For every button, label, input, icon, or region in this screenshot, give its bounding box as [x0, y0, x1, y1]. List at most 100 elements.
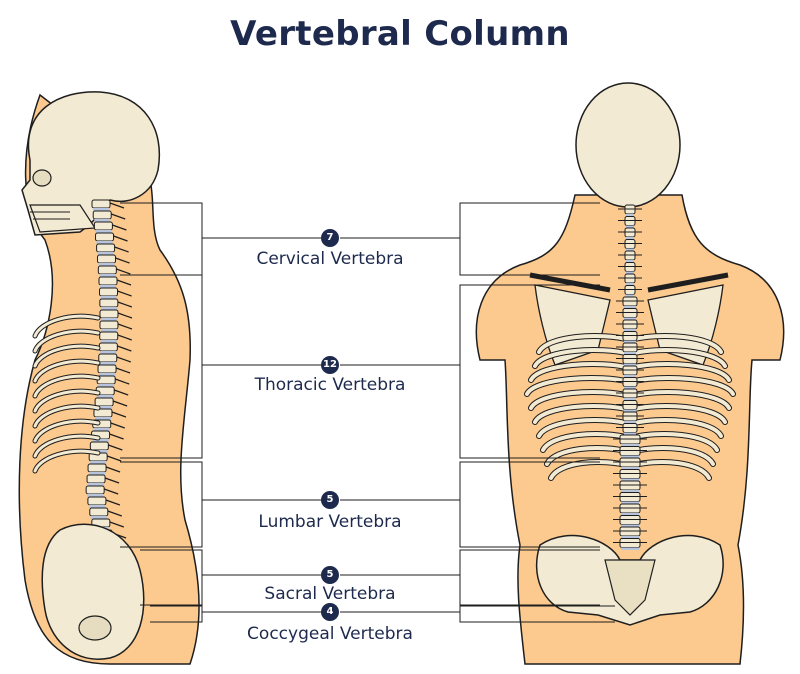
back-disc	[624, 398, 636, 401]
side-disc	[96, 241, 113, 244]
side-vertebra	[99, 287, 119, 297]
side-vertebra	[99, 320, 119, 330]
back-disc	[626, 294, 634, 297]
back-ribcage	[524, 333, 736, 481]
side-rib	[33, 359, 100, 383]
side-spinous-process	[117, 334, 132, 341]
sacral-count-badge: 5	[321, 566, 339, 584]
bracket-coccygeal-right	[340, 605, 615, 623]
back-disc	[624, 317, 636, 320]
side-disc	[93, 208, 109, 211]
back-disc	[624, 329, 636, 332]
sacral-label: Sacral Vertebra	[264, 584, 396, 604]
side-disc	[99, 362, 116, 365]
side-disc	[100, 285, 117, 288]
back-disc	[621, 536, 639, 539]
back-disc	[621, 524, 639, 527]
side-disc	[98, 384, 115, 387]
back-rib	[529, 390, 632, 410]
side-disc	[99, 373, 116, 376]
side-disc	[92, 439, 109, 442]
side-spinous-process	[110, 422, 125, 429]
back-rib	[628, 376, 735, 396]
side-spinous-process	[109, 202, 125, 209]
back-shoulder-blade-left	[534, 284, 611, 366]
back-shoulder-blade-right	[647, 284, 724, 366]
back-disc	[621, 455, 639, 458]
lumbar-label: Lumbar Vertebra	[258, 512, 402, 532]
back-disc	[626, 225, 634, 228]
side-vertebra	[98, 353, 118, 363]
back-rib	[533, 348, 632, 368]
back-disc	[624, 432, 636, 435]
side-spinous-process	[117, 323, 133, 330]
side-spinous-process	[117, 345, 132, 352]
back-disc	[624, 352, 636, 355]
bracket-thoracic-right	[340, 284, 600, 459]
side-spinous-process	[111, 411, 127, 418]
side-spinous-process	[117, 301, 133, 308]
side-spinous-process	[109, 521, 125, 528]
back-disc	[626, 248, 634, 251]
side-disc	[96, 406, 113, 409]
back-disc	[621, 547, 639, 550]
side-teeth	[30, 211, 70, 220]
side-spinous-process	[109, 433, 124, 440]
back-rib	[533, 404, 632, 424]
side-vertebra	[99, 309, 119, 319]
side-eye-socket	[32, 169, 52, 187]
back-rib	[529, 362, 632, 382]
side-spinous-process	[113, 389, 129, 396]
side-rib	[33, 314, 100, 338]
bracket-cervical-right	[340, 202, 600, 276]
side-rib	[33, 434, 100, 458]
side-spinous-process	[105, 466, 121, 473]
side-spinous-process	[114, 246, 129, 253]
side-spinous-process	[103, 488, 119, 495]
side-vertebra	[86, 474, 106, 484]
side-disc	[90, 516, 107, 519]
bracket-sacral-left	[140, 549, 322, 606]
back-disc	[621, 490, 639, 493]
side-rib	[33, 449, 100, 473]
side-vertebra	[89, 441, 109, 451]
side-spinous-process	[117, 312, 133, 319]
side-spinous-process	[104, 477, 120, 484]
back-disc	[626, 260, 634, 263]
side-spinous-process	[112, 400, 128, 407]
back-disc	[621, 501, 639, 504]
side-vertebra	[99, 331, 119, 341]
side-vertebra	[97, 254, 117, 264]
side-vertebra	[91, 199, 111, 209]
side-vertebra	[99, 298, 119, 308]
coccygeal-label: Coccygeal Vertebra	[247, 624, 413, 644]
side-disc	[88, 483, 105, 486]
side-spinous-process	[115, 257, 130, 264]
side-view-figure	[18, 91, 200, 665]
back-disc	[626, 283, 634, 286]
cervical-label: Cervical Vertebra	[256, 249, 404, 269]
back-head	[575, 82, 681, 208]
side-vertebra	[85, 485, 105, 495]
side-disc	[90, 461, 107, 464]
side-disc	[94, 219, 111, 222]
back-rib	[537, 418, 632, 438]
side-spinous-process	[116, 356, 131, 363]
back-rib	[628, 334, 723, 354]
side-disc	[98, 263, 115, 266]
side-rib	[33, 419, 100, 443]
back-disc	[626, 214, 634, 217]
side-vertebra	[98, 276, 118, 286]
thoracic-label: Thoracic Vertebra	[254, 375, 406, 395]
back-disc	[624, 409, 636, 412]
side-disc	[100, 351, 117, 354]
side-vertebra	[94, 397, 114, 407]
back-rib	[525, 376, 632, 396]
side-spinous-process	[116, 279, 132, 286]
side-vertebra	[96, 243, 116, 253]
side-ribcage	[32, 313, 101, 474]
side-vertebra	[92, 210, 112, 220]
side-rib	[33, 344, 100, 368]
side-spinous-process	[106, 455, 122, 462]
side-disc	[100, 329, 117, 332]
